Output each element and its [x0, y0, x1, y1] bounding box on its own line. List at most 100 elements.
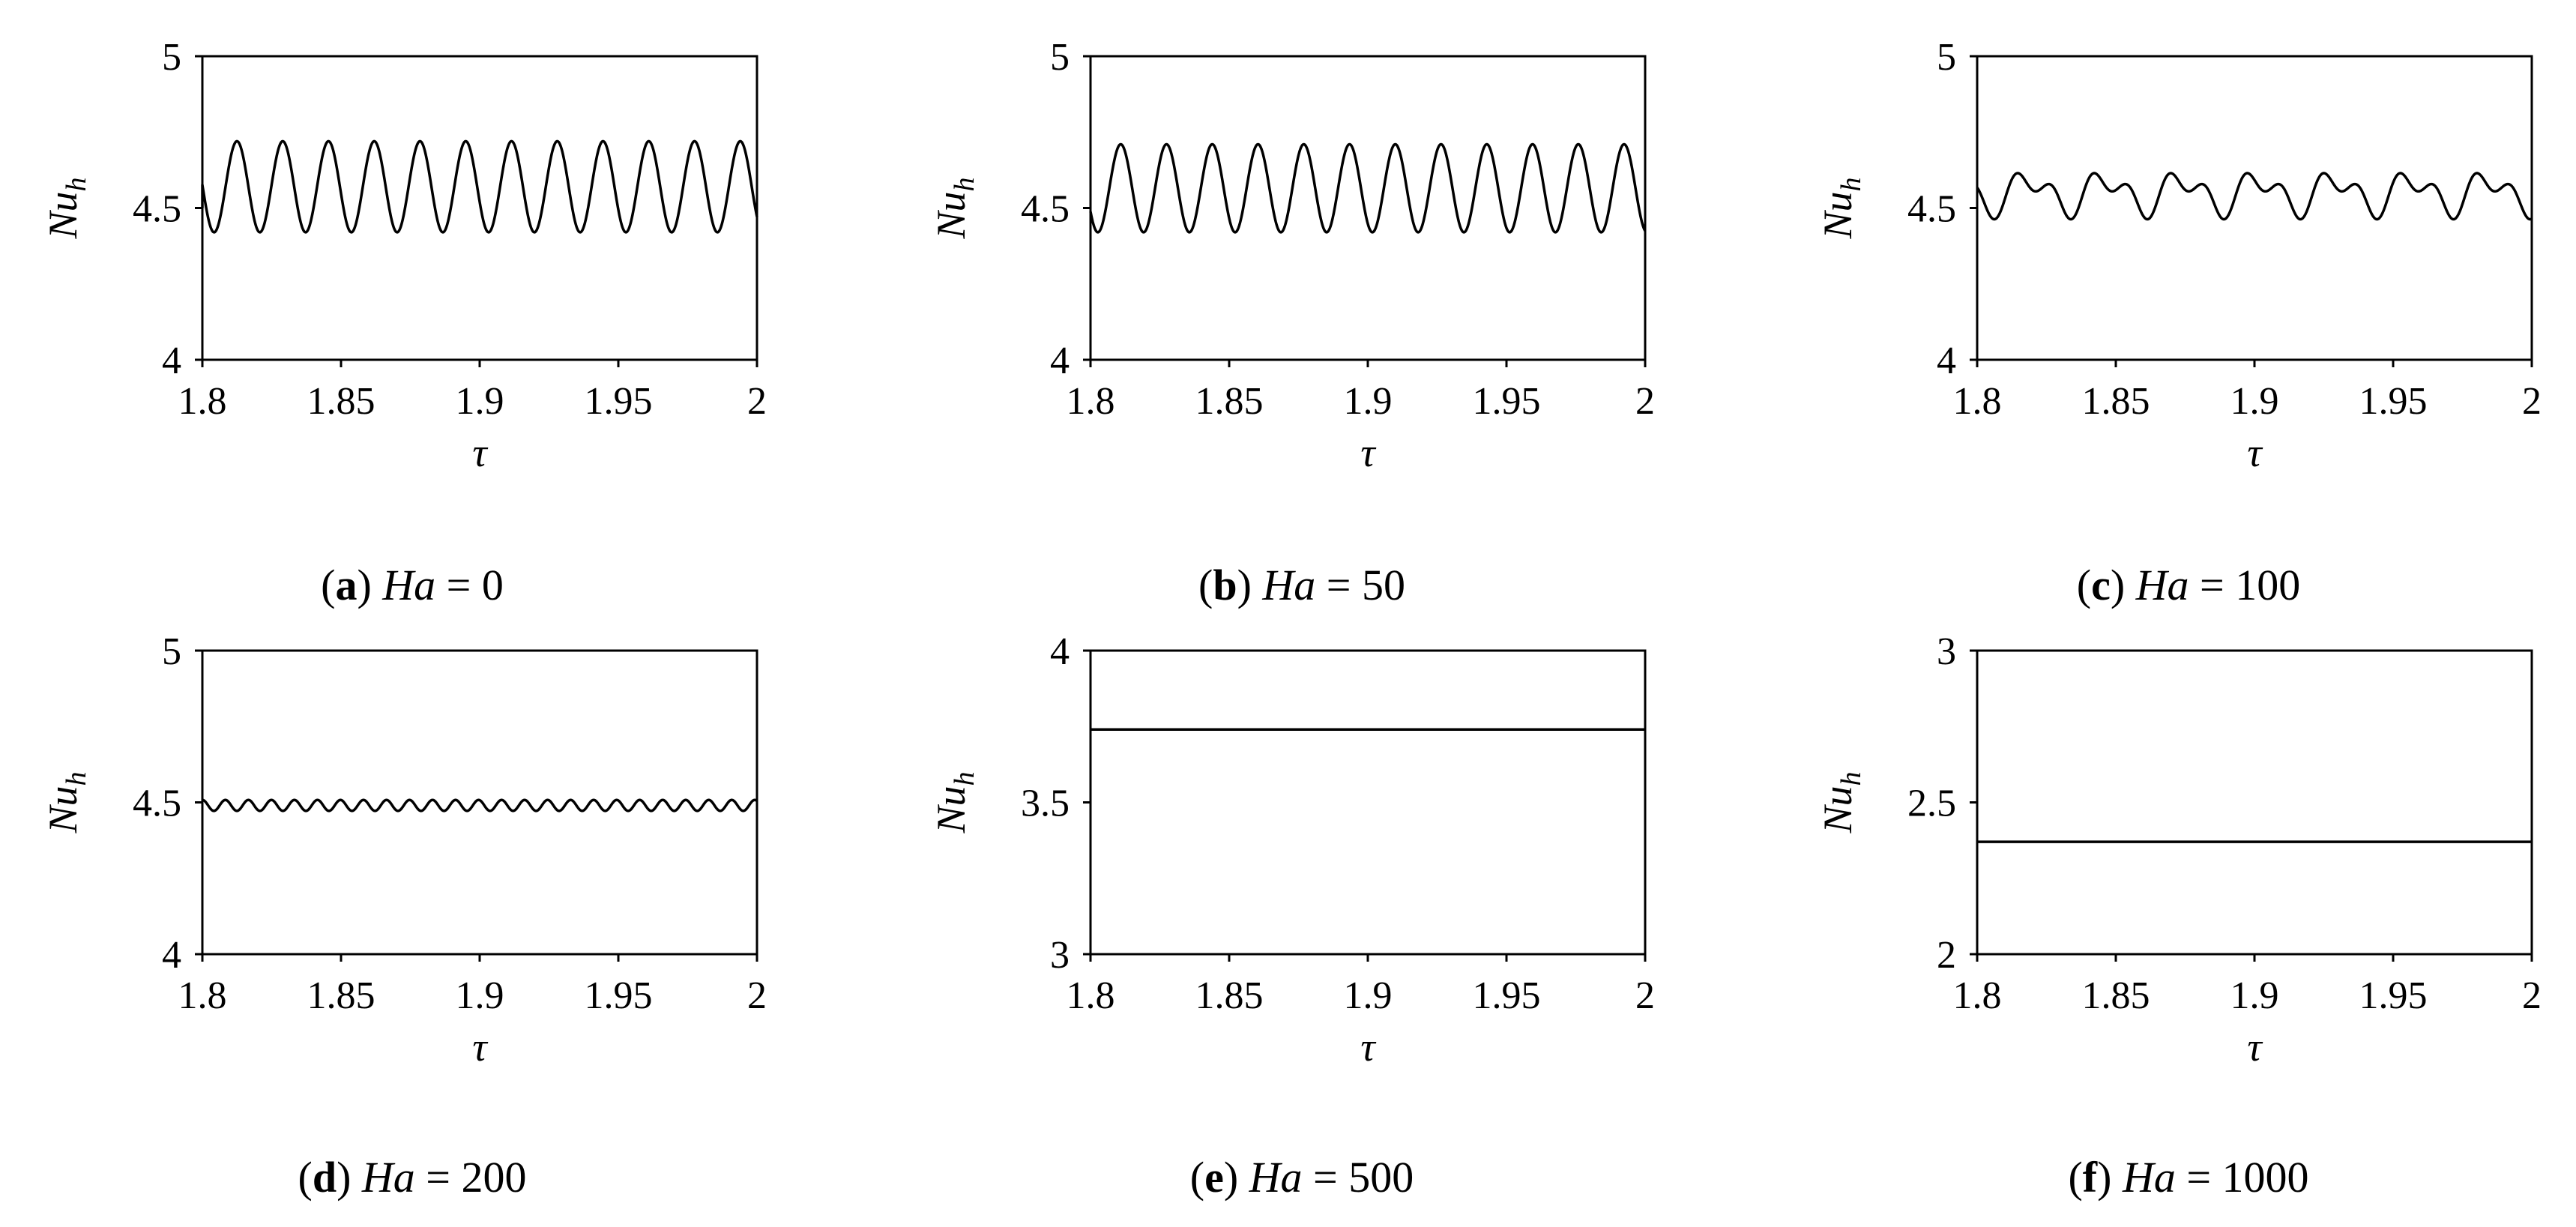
- x-tick-label: 2: [1635, 974, 1655, 1017]
- x-tick-label: 1.9: [456, 974, 504, 1017]
- caption-close-paren: ): [337, 1153, 362, 1202]
- y-axis-label-sub: h: [61, 177, 92, 191]
- caption-equals: =: [1315, 561, 1362, 609]
- x-axis-label: τ: [472, 1025, 488, 1070]
- y-axis-label: Nuh: [40, 771, 92, 833]
- panel-caption: (d) Ha = 200: [298, 1153, 526, 1202]
- y-tick-label: 4: [1937, 340, 1956, 382]
- x-tick-label: 1.95: [1473, 380, 1541, 423]
- caption-open-paren: (: [2068, 1153, 2082, 1202]
- caption-close-paren: ): [1224, 1153, 1249, 1202]
- y-tick-label: 5: [1050, 36, 1070, 79]
- x-tick-label: 1.85: [1195, 380, 1264, 423]
- caption-letter: c: [2091, 561, 2111, 609]
- x-tick-label: 1.85: [2082, 974, 2150, 1017]
- caption-equals: =: [2189, 561, 2236, 609]
- y-tick-label: 5: [162, 630, 181, 673]
- plot-frame: [1089, 55, 1647, 361]
- caption-value: 50: [1362, 561, 1405, 609]
- panel-caption: (c) Ha = 100: [2077, 561, 2301, 609]
- y-tick-label: 4: [1050, 630, 1070, 673]
- y-axis-label-base: Nu: [1815, 786, 1860, 833]
- caption-value: 0: [482, 561, 504, 609]
- caption-open-paren: (: [321, 561, 335, 609]
- caption-variable: Ha: [2122, 1153, 2176, 1202]
- caption-variable: Ha: [381, 561, 435, 609]
- caption-close-paren: ): [357, 561, 382, 609]
- x-axis-label: τ: [1360, 1025, 1376, 1070]
- y-tick-label: 3: [1050, 934, 1070, 977]
- x-tick-label: 1.95: [585, 974, 653, 1017]
- x-tick-label: 1.85: [2082, 380, 2150, 423]
- x-axis-label: τ: [2247, 1025, 2263, 1070]
- x-tick-label: 2: [747, 380, 767, 423]
- caption-equals: =: [2176, 1153, 2222, 1202]
- y-axis-label-sub: h: [1836, 771, 1867, 786]
- y-tick-label: 3.5: [1021, 783, 1070, 825]
- y-tick-label: 4.5: [1021, 188, 1070, 231]
- caption-close-paren: ): [1237, 561, 1263, 609]
- x-tick-label: 1.8: [178, 974, 227, 1017]
- x-tick-label: 1.95: [2359, 380, 2428, 423]
- series-line: [1976, 172, 2533, 221]
- y-tick-label: 2: [1937, 934, 1956, 977]
- x-tick-label: 1.9: [2230, 380, 2279, 423]
- x-tick-label: 1.95: [585, 380, 653, 423]
- x-tick-label: 1.85: [1195, 974, 1264, 1017]
- caption-open-paren: (: [2077, 561, 2091, 609]
- panel-caption: (f) Ha = 1000: [2068, 1153, 2308, 1202]
- x-tick-label: 1.8: [1067, 380, 1115, 423]
- y-axis-label: Nuh: [40, 177, 92, 239]
- y-tick-label: 4.5: [133, 188, 181, 231]
- y-axis-label-base: Nu: [40, 786, 85, 833]
- y-tick-label: 4: [162, 934, 181, 977]
- x-axis-label: τ: [1360, 430, 1376, 475]
- caption-equals: =: [415, 1153, 462, 1202]
- caption-letter: f: [2083, 1153, 2098, 1202]
- y-axis-label-sub: h: [61, 771, 92, 786]
- caption-close-paren: ): [2097, 1153, 2123, 1202]
- y-axis-label: Nuh: [929, 771, 980, 833]
- caption-letter: e: [1204, 1153, 1224, 1202]
- y-tick-label: 4.5: [1907, 188, 1956, 231]
- y-axis-label-sub: h: [949, 771, 980, 786]
- caption-open-paren: (: [1198, 561, 1213, 609]
- y-tick-label: 2.5: [1907, 783, 1956, 825]
- x-tick-label: 2: [747, 974, 767, 1017]
- x-tick-label: 1.95: [2359, 974, 2428, 1017]
- x-tick-label: 2: [2522, 380, 2542, 423]
- y-axis-label: Nuh: [929, 177, 980, 239]
- y-axis-label: Nuh: [1815, 177, 1867, 239]
- caption-close-paren: ): [2111, 561, 2136, 609]
- y-axis-label-base: Nu: [929, 191, 974, 239]
- y-axis-label-base: Nu: [1815, 191, 1860, 239]
- caption-variable: Ha: [1249, 1153, 1303, 1202]
- y-axis-label: Nuh: [1815, 771, 1867, 833]
- x-tick-label: 1.85: [307, 974, 375, 1017]
- series-line: [1089, 142, 1647, 234]
- series-line: [201, 139, 758, 234]
- y-tick-label: 3: [1937, 630, 1956, 673]
- caption-open-paren: (: [298, 1153, 312, 1202]
- x-tick-label: 1.8: [1953, 380, 2002, 423]
- caption-letter: a: [335, 561, 357, 609]
- panel-caption: (a) Ha = 0: [321, 561, 504, 609]
- x-tick-label: 1.9: [456, 380, 504, 423]
- plot-frame: [201, 649, 758, 956]
- panel-caption: (e) Ha = 500: [1190, 1153, 1414, 1202]
- plot-frame: [1089, 649, 1647, 956]
- x-tick-label: 1.8: [178, 380, 227, 423]
- plot-frame: [1976, 649, 2533, 956]
- x-tick-label: 2: [2522, 974, 2542, 1017]
- caption-variable: Ha: [1261, 561, 1315, 609]
- x-tick-label: 1.9: [1344, 380, 1393, 423]
- y-tick-label: 4: [1050, 340, 1070, 382]
- x-tick-label: 1.8: [1953, 974, 2002, 1017]
